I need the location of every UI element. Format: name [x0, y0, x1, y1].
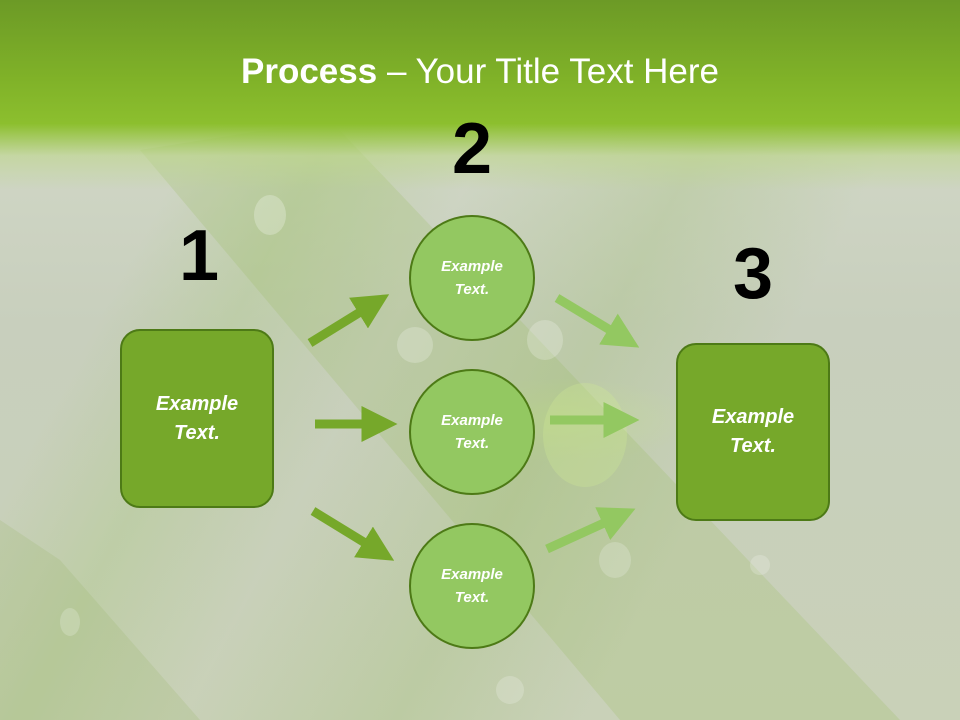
header-band	[0, 0, 960, 190]
title-rest: – Your Title Text Here	[377, 52, 719, 91]
step-3-box: Example Text.	[676, 343, 830, 521]
step-1-box-line2: Text.	[174, 421, 220, 444]
step-number-3: 3	[732, 234, 774, 314]
arrow-1-to-bottom-circle	[310, 507, 395, 561]
slide-title: Process – Your Title Text Here	[0, 52, 960, 92]
circle-bottom-line2: Text.	[454, 589, 490, 606]
step-1-box: Example Text.	[120, 329, 274, 508]
arrow-top-circle-to-3	[554, 294, 640, 348]
circle-middle-line1: Example	[441, 412, 503, 429]
step-3-box-line2: Text.	[730, 435, 776, 457]
step-number-2: 2	[451, 109, 493, 189]
circle-middle-line2: Text.	[454, 435, 490, 452]
step-1-box-line1: Example	[155, 392, 239, 415]
step-3-box-line1: Example	[711, 406, 795, 428]
step-number-1: 1	[178, 216, 220, 296]
step-2-circle-bottom: Example Text.	[409, 523, 535, 649]
circle-top-line1: Example	[441, 258, 503, 275]
arrow-1-to-top-circle	[307, 294, 390, 347]
step-2-circle-middle: Example Text.	[409, 369, 535, 495]
circle-bottom-line1: Example	[441, 566, 503, 583]
circle-top-line2: Text.	[454, 281, 490, 298]
title-bold: Process	[241, 52, 378, 91]
arrow-bottom-circle-to-3	[545, 507, 636, 554]
step-2-circle-top: Example Text.	[409, 215, 535, 341]
